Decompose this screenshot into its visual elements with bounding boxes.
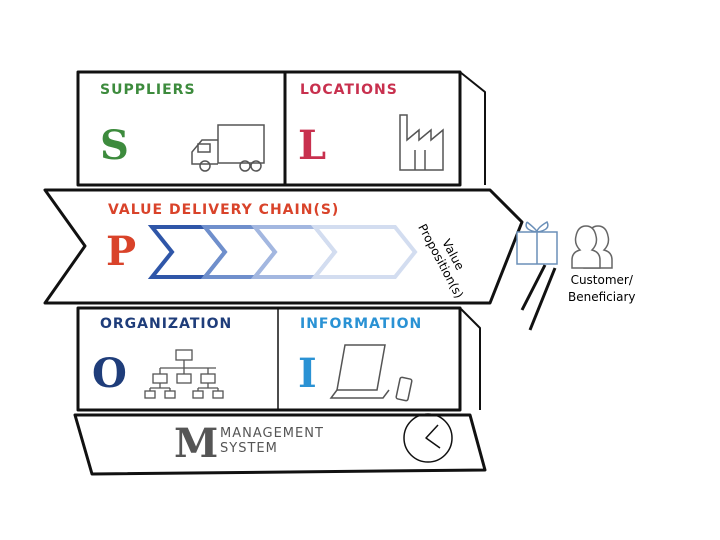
phone-icon xyxy=(395,376,413,402)
bottom-box xyxy=(76,306,462,412)
value-chain-label: VALUE DELIVERY CHAIN(S) xyxy=(108,202,340,218)
locations-letter: L xyxy=(298,122,328,169)
customer-line1: Customer/ xyxy=(570,273,633,287)
gift-icon xyxy=(516,220,558,265)
information-label: INFORMATION xyxy=(300,316,423,332)
clock-icon xyxy=(403,413,453,463)
information-letter: I xyxy=(298,350,318,397)
value-chain-arrow xyxy=(43,188,524,305)
customer-icon xyxy=(571,225,613,269)
management-band xyxy=(73,413,487,476)
value-chain-letter: P xyxy=(106,228,138,275)
management-line1: MANAGEMENT xyxy=(220,426,324,441)
customer-line2: Beneficiary xyxy=(568,290,636,304)
locations-label: LOCATIONS xyxy=(300,82,398,98)
suppliers-label: SUPPLIERS xyxy=(100,82,196,98)
top-box xyxy=(76,70,462,187)
factory-icon xyxy=(399,114,444,171)
top-box-side xyxy=(459,71,486,185)
organization-label: ORGANIZATION xyxy=(100,316,233,332)
chevron-4 xyxy=(310,225,418,279)
management-letter: M xyxy=(174,420,220,467)
truck-icon xyxy=(191,124,265,172)
management-line2: SYSTEM xyxy=(220,441,278,456)
chevron-chain xyxy=(147,225,418,279)
organization-letter: O xyxy=(92,350,128,397)
customer-label: Customer/ Beneficiary xyxy=(568,272,635,306)
suppliers-letter: S xyxy=(100,122,130,169)
laptop-icon xyxy=(329,344,390,399)
management-label: MANAGEMENT SYSTEM xyxy=(220,426,324,456)
org-chart-icon xyxy=(144,349,224,399)
